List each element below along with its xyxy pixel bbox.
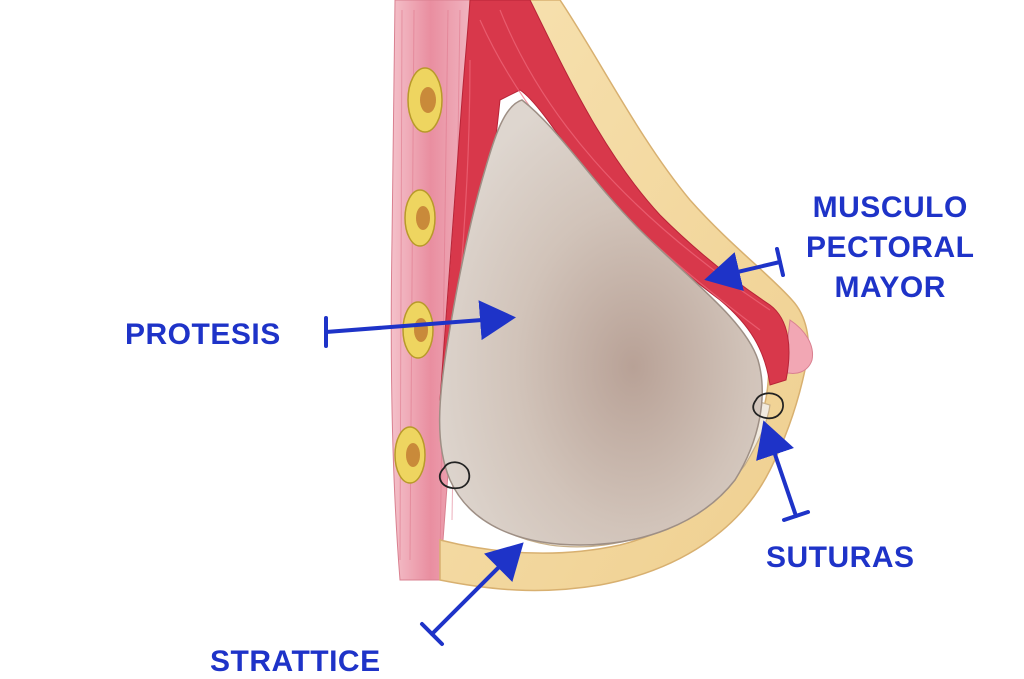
implant (438, 99, 763, 546)
nipple (783, 319, 814, 374)
rib-icon (402, 301, 434, 359)
rib-icon (407, 67, 443, 133)
strattice-arrow-tail (420, 622, 444, 646)
rib-icon (404, 189, 436, 247)
musculo-label-line: PECTORAL (806, 231, 975, 264)
ribs (394, 67, 443, 484)
protesis-arrow (324, 300, 516, 341)
suturas-label: SUTURAS (766, 541, 915, 574)
musculo-label-line: MUSCULO (812, 191, 968, 224)
protesis-label: PROTESIS (125, 318, 281, 351)
callout-arrows (324, 247, 810, 646)
suture-icon (438, 461, 471, 490)
suturas-arrow-tail (782, 510, 810, 522)
musculo-arrow-tail (775, 247, 785, 277)
strattice-label: STRATTICE (210, 645, 381, 678)
strattice-arrow (430, 542, 524, 636)
musculo-label-line: MAYOR (834, 271, 946, 304)
musculo-pectoral-mayor-label: MUSCULO PECTORAL MAYOR (806, 188, 974, 308)
musculo-arrow (704, 252, 782, 292)
rib-icon (394, 426, 426, 484)
suturas-arrow (756, 420, 798, 518)
suture-icon (752, 392, 784, 420)
